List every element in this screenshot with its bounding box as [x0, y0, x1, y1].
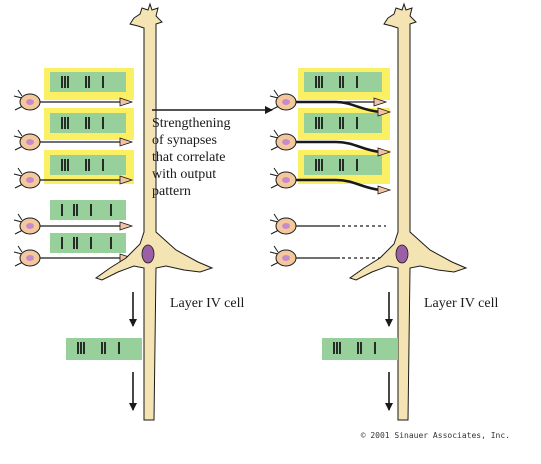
pattern-box-2: [50, 113, 126, 133]
pattern-box-r3: [304, 155, 382, 175]
pattern-box-r1: [304, 72, 382, 92]
pyramidal-neuron-icon: [348, 2, 468, 421]
arrow-caption-line-5: pattern: [152, 184, 191, 199]
pattern-box-1: [50, 72, 126, 92]
output-pattern-box: [322, 338, 398, 360]
pattern-box-3: [50, 155, 126, 175]
input-neuron-icon: [269, 89, 392, 117]
pyramidal-neuron-icon: [94, 2, 214, 421]
input-neuron-icon: [13, 89, 134, 111]
input-neuron-icon: [269, 213, 386, 235]
input-neuron-icon: [13, 129, 134, 151]
pattern-box-4: [50, 200, 126, 220]
input-neuron-icon: [269, 129, 392, 157]
right-cell-label: Layer IV cell: [424, 296, 498, 311]
input-neuron-icon: [13, 167, 134, 189]
arrow-caption-line-1: Strengthening: [152, 116, 231, 131]
pattern-box-r2: [304, 113, 382, 133]
input-neuron-icon: [269, 167, 392, 195]
left-panel: Layer IV cell: [13, 2, 244, 421]
arrow-caption-line-4: with output: [152, 167, 216, 182]
input-neuron-icon: [269, 245, 380, 267]
left-cell-label: Layer IV cell: [170, 296, 244, 311]
arrow-caption: Strengthening of synapses that correlate…: [152, 116, 234, 199]
arrow-caption-line-3: that correlate: [152, 150, 225, 165]
middle-transition: Strengthening of synapses that correlate…: [152, 106, 273, 199]
input-neuron-icon: [13, 213, 134, 235]
right-panel: Layer IV cell: [269, 2, 498, 421]
pattern-box-5: [50, 233, 126, 253]
copyright: © 2001 Sinauer Associates, Inc.: [361, 431, 510, 440]
arrow-caption-line-2: of synapses: [152, 133, 217, 148]
output-pattern-box: [66, 338, 142, 360]
